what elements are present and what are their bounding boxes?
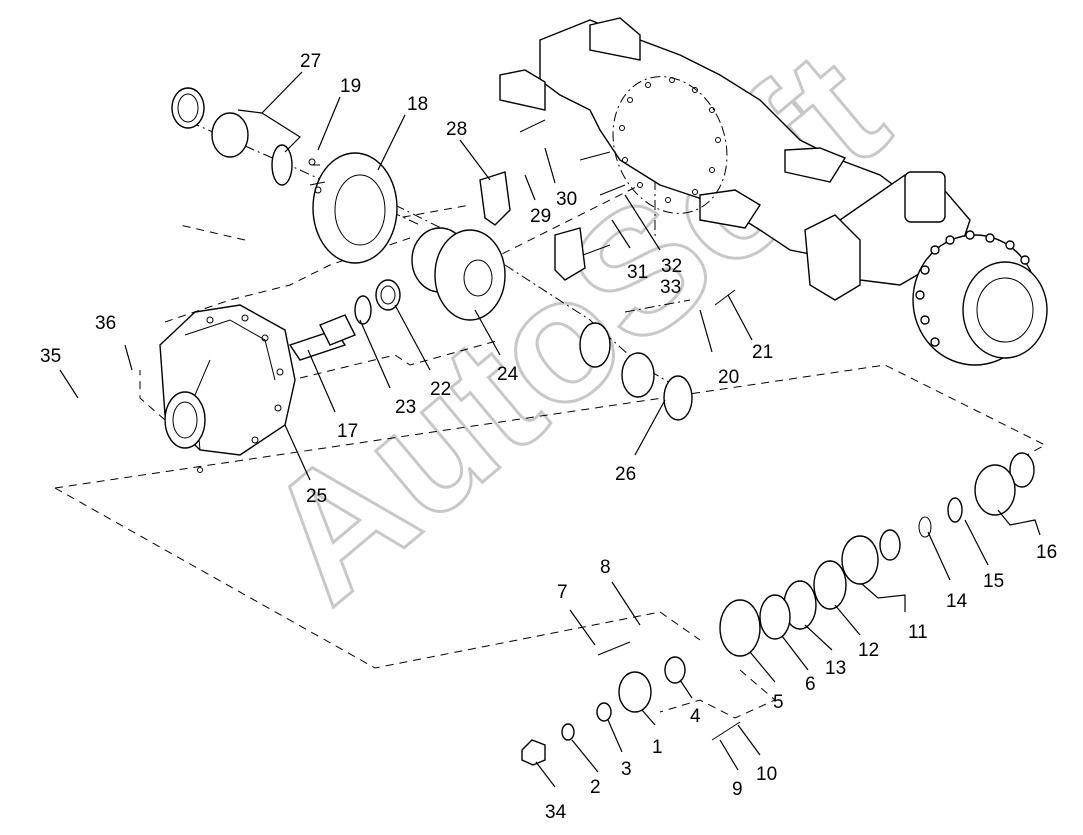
callout-15: 15: [983, 571, 1004, 592]
callout-35: 35: [40, 346, 61, 367]
differential-case: [411, 227, 506, 321]
callout-34: 34: [545, 802, 567, 823]
callout-3: 3: [621, 759, 632, 780]
callout-27: 27: [300, 51, 321, 72]
callout-20: 20: [718, 367, 739, 388]
callout-33: 33: [660, 277, 681, 298]
callout-29: 29: [530, 206, 551, 227]
callout-18: 18: [407, 94, 428, 115]
callout-24: 24: [497, 364, 519, 385]
axle-housing: [499, 17, 1048, 366]
bearing-caps: [479, 119, 736, 306]
callout-4: 4: [690, 706, 701, 727]
callout-31: 31: [627, 262, 648, 283]
callout-36: 36: [95, 313, 116, 334]
pinion-assembly-lower: [521, 452, 1035, 766]
callout-10: 10: [756, 764, 777, 785]
callout-32: 32: [661, 256, 682, 277]
ring-gear-group: [171, 87, 398, 264]
callout-21: 21: [752, 342, 773, 363]
callout-23: 23: [395, 397, 416, 418]
callout-6: 6: [805, 674, 816, 695]
callout-30: 30: [556, 189, 577, 210]
callout-13: 13: [825, 658, 846, 679]
callout-labels: 1 2 3 4 5 6 7 8 9 10 11 12 13 14 15 16 1…: [40, 51, 1057, 823]
callout-26: 26: [615, 464, 636, 485]
hub-studs: [915, 230, 1030, 347]
callout-5: 5: [773, 692, 784, 713]
callout-22: 22: [430, 379, 451, 400]
side-gear-bearing: [579, 322, 693, 421]
callout-16: 16: [1036, 542, 1057, 563]
callout-1: 1: [652, 737, 663, 758]
callout-7: 7: [557, 582, 568, 603]
carrier-housing: [159, 304, 296, 473]
callout-8: 8: [600, 557, 611, 578]
callout-9: 9: [732, 779, 743, 800]
housing-bolt-holes: [619, 77, 721, 203]
callout-11: 11: [908, 622, 928, 643]
callout-12: 12: [858, 640, 879, 661]
callout-19: 19: [340, 76, 361, 97]
callout-25: 25: [306, 486, 327, 507]
leader-lines: [59, 71, 1041, 788]
callout-17: 17: [337, 421, 358, 442]
callout-2: 2: [590, 777, 601, 798]
callout-28: 28: [446, 119, 467, 140]
drive-pinion-group: [288, 279, 401, 361]
callout-14: 14: [946, 591, 968, 612]
